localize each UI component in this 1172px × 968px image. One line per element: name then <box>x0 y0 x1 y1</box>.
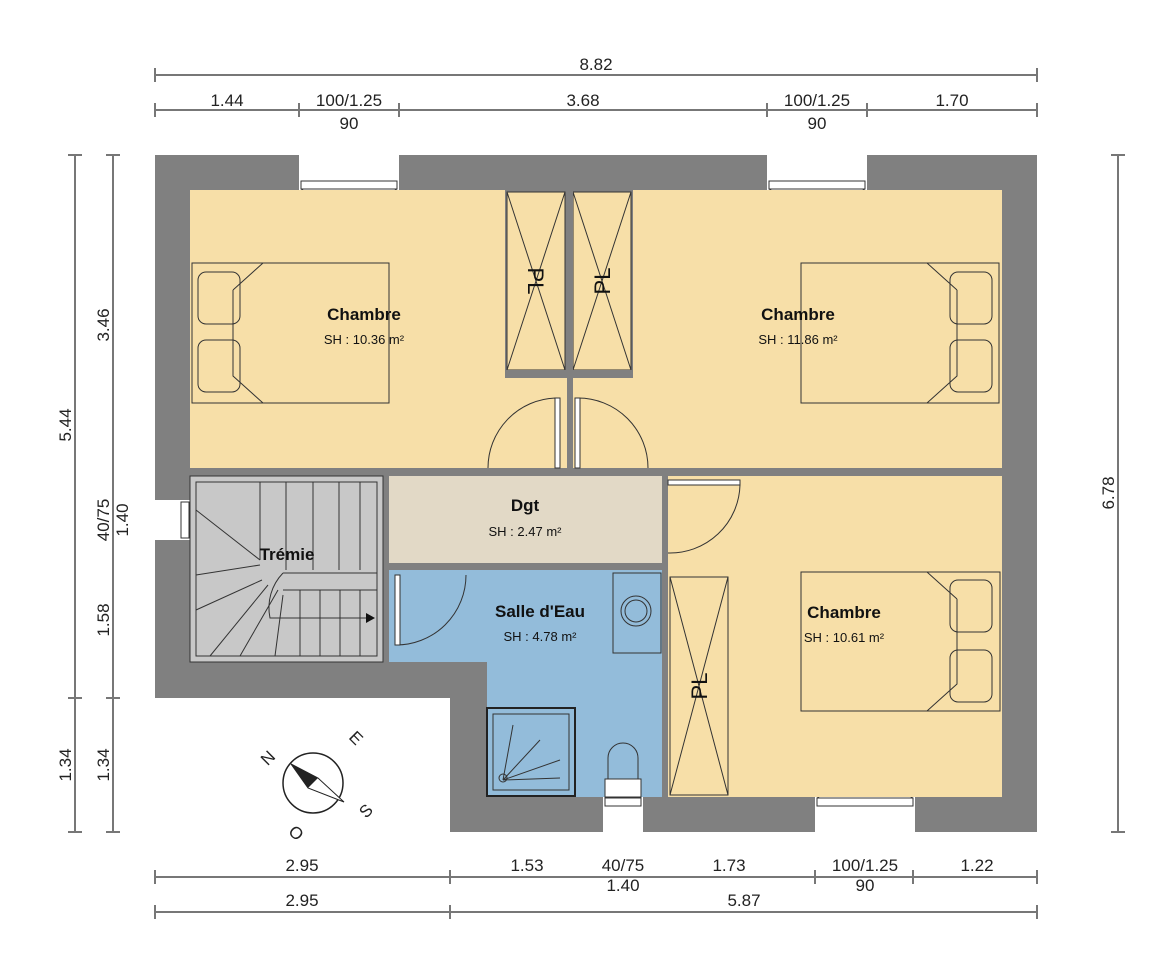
dim-label: 100/1.25 <box>316 91 382 110</box>
dim-label: 1.58 <box>94 603 113 636</box>
dim-label: 2.95 <box>285 856 318 875</box>
room-dgt <box>389 476 662 563</box>
dim-label: 100/1.25 <box>832 856 898 875</box>
dim-label: 3.46 <box>94 308 113 341</box>
room-name: Dgt <box>511 496 540 515</box>
svg-text:E: E <box>345 727 366 748</box>
room-chambre-1 <box>190 190 505 468</box>
window <box>767 155 867 190</box>
room-area: SH : 10.36 m² <box>324 332 405 347</box>
dim-label: 1.22 <box>960 856 993 875</box>
dim-label: 5.44 <box>56 408 75 441</box>
room-name: Chambre <box>327 305 401 324</box>
room-area: SH : 11.86 m² <box>758 332 838 347</box>
dim-label: 1.40 <box>113 503 132 536</box>
room-area: SH : 10.61 m² <box>804 630 885 645</box>
compass-icon: N E S O <box>257 727 377 844</box>
dim-label: 90 <box>808 114 827 133</box>
closets <box>506 191 729 796</box>
bed <box>191 262 1001 712</box>
svg-text:S: S <box>355 800 376 821</box>
dim-label: 1.44 <box>210 91 243 110</box>
svg-text:N: N <box>257 747 279 769</box>
dim-label: 5.87 <box>727 891 760 910</box>
dim-label: 1.34 <box>94 748 113 781</box>
dim-label: 100/1.25 <box>784 91 850 110</box>
dim-label: 1.53 <box>510 856 543 875</box>
window <box>155 500 190 540</box>
dim-label: 40/75 <box>602 856 645 875</box>
closet-label: PL <box>687 673 712 700</box>
stair-treads <box>195 481 378 657</box>
room-chambre-2 <box>633 190 1002 468</box>
room-area: SH : 4.78 m² <box>504 629 578 644</box>
dim-label: 40/75 <box>94 499 113 542</box>
window <box>603 797 643 832</box>
dimension-lines <box>68 68 1125 919</box>
room-name: Chambre <box>761 305 835 324</box>
room-area: SH : 2.47 m² <box>489 524 563 539</box>
dim-total-width: 8.82 <box>579 55 612 74</box>
bathroom-fixtures <box>486 572 662 798</box>
window <box>815 797 915 832</box>
room-name: Chambre <box>807 603 881 622</box>
window <box>299 155 399 190</box>
dim-label: 1.34 <box>56 748 75 781</box>
closet-label: PL <box>523 268 548 295</box>
dim-label: 3.68 <box>566 91 599 110</box>
room-name: Trémie <box>260 545 315 564</box>
dim-label: 90 <box>340 114 359 133</box>
room-name: Salle d'Eau <box>495 602 585 621</box>
dim-label: 1.40 <box>606 876 639 895</box>
dim-label: 1.70 <box>935 91 968 110</box>
dim-label: 1.73 <box>712 856 745 875</box>
closet-label: PL <box>590 268 615 295</box>
dim-label: 6.78 <box>1099 476 1118 509</box>
dim-label: 2.95 <box>285 891 318 910</box>
doors[interactable] <box>394 397 741 646</box>
room-salle-d-eau <box>389 570 662 797</box>
dim-label: 90 <box>856 876 875 895</box>
svg-text:O: O <box>284 822 307 845</box>
